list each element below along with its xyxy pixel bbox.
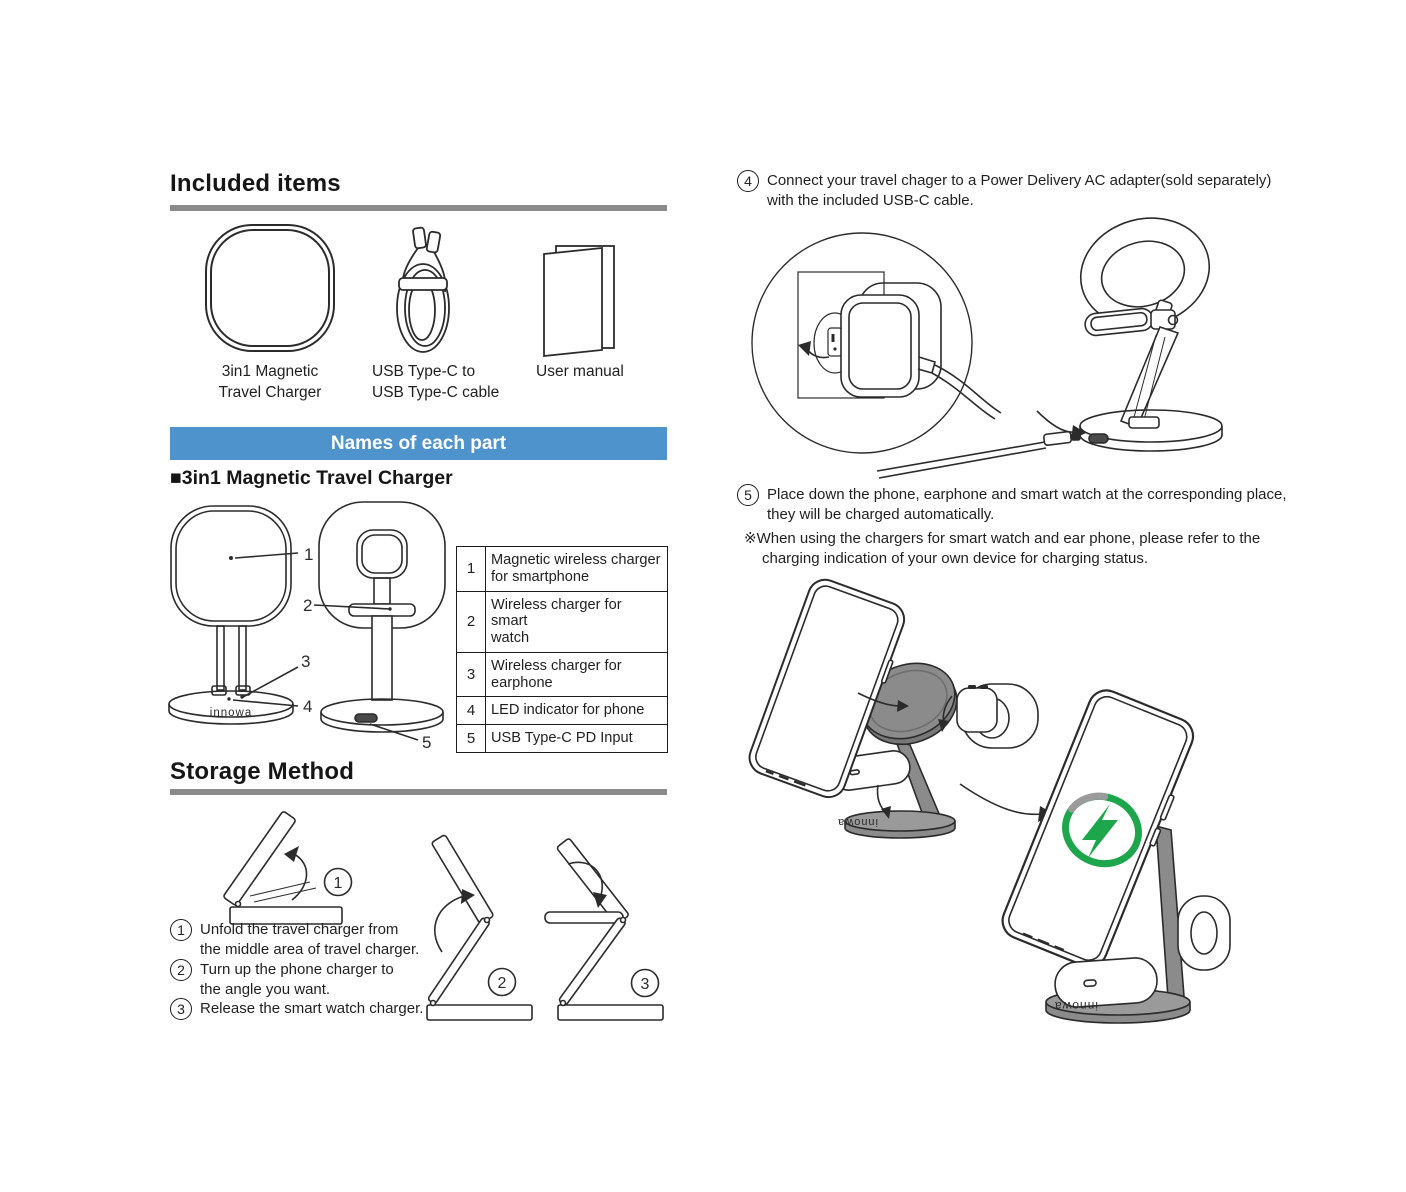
step-number-badge: 5 xyxy=(737,484,759,506)
part-label: USB Type-C PD Input xyxy=(485,724,668,754)
charger-top-icon xyxy=(205,224,335,352)
part-number: 2 xyxy=(456,590,486,653)
earphone-case xyxy=(1054,957,1158,1008)
storage-method-title: Storage Method xyxy=(170,758,355,785)
smartphone xyxy=(748,578,906,799)
section-rule xyxy=(170,789,667,795)
usb-cable-icon xyxy=(396,226,450,353)
storage-step-1: 1 Unfold the travel charger from the mid… xyxy=(170,919,460,960)
storage-steps-illustration: 1 2 3 xyxy=(223,811,664,1021)
table-row: 2 Wireless charger for smart watch xyxy=(456,590,668,653)
part-number: 4 xyxy=(456,696,486,726)
setup-step-text: Connect your travel chager to a Power De… xyxy=(767,172,1272,209)
included-item-label: User manual xyxy=(536,363,624,380)
storage-step-3: 3 Release the smart watch charger. xyxy=(170,998,470,1020)
part-label: Wireless charger for smart watch xyxy=(485,590,668,653)
smart-watch xyxy=(1177,895,1231,971)
step-number-badge: 4 xyxy=(737,170,759,192)
brand-logo-text: innowa xyxy=(1054,999,1098,1013)
travel-charger-stand xyxy=(1079,217,1223,452)
smart-watch xyxy=(956,683,1039,749)
charger-subheading: ■3in1 Magnetic Travel Charger xyxy=(170,467,453,489)
included-item-label: USB Type-C to USB Type-C cable xyxy=(372,363,500,401)
charger-base xyxy=(844,810,956,839)
storage-step-text: Unfold the travel charger from the middl… xyxy=(200,921,420,958)
step-number-badge: 3 xyxy=(170,998,192,1020)
brand-logo-text: innowa xyxy=(837,816,878,828)
table-row: 5 USB Type-C PD Input xyxy=(456,724,668,754)
storage-diagram-number: 2 xyxy=(498,975,507,992)
user-manual-icon xyxy=(543,245,615,357)
charging-note: ※When using the chargers for smart watch… xyxy=(744,530,1261,568)
storage-diagram-number: 1 xyxy=(334,875,343,892)
callout-number: 3 xyxy=(301,652,310,671)
included-item-label: 3in1 Magnetic Travel Charger xyxy=(218,363,322,401)
table-row: 1 Magnetic wireless charger for smartpho… xyxy=(456,546,668,592)
step-number-badge: 2 xyxy=(170,959,192,981)
included-items-title: Included items xyxy=(170,170,341,197)
part-number: 5 xyxy=(456,724,486,754)
part-label: LED indicator for phone xyxy=(485,696,668,726)
parts-table: 1 Magnetic wireless charger for smartpho… xyxy=(456,546,668,754)
charging-indicator-icon xyxy=(1062,792,1142,868)
setup-step-5: 5 Place down the phone, earphone and sma… xyxy=(737,484,1327,525)
brand-logo-text: innowa xyxy=(210,707,252,719)
part-number: 3 xyxy=(456,651,486,698)
callout-number: 5 xyxy=(422,733,431,752)
table-row: 4 LED indicator for phone xyxy=(456,696,668,726)
callout-number: 1 xyxy=(304,545,313,564)
ac-adapter-connection-illustration xyxy=(751,217,1223,479)
callout-number: 4 xyxy=(303,697,312,716)
usb-c-plug-icon xyxy=(876,430,1081,479)
part-label: Wireless charger for earphone xyxy=(485,651,668,698)
charging-placement-illustration: innowa innowa xyxy=(748,578,1231,1024)
table-row: 3 Wireless charger for earphone xyxy=(456,651,668,698)
callout-number: 2 xyxy=(303,596,312,615)
part-label: Magnetic wireless charger for smartphone xyxy=(485,546,668,592)
storage-step-text: Turn up the phone charger to the angle y… xyxy=(200,961,394,998)
storage-diagram-number: 3 xyxy=(641,976,650,993)
names-of-each-part-banner: Names of each part xyxy=(170,427,667,460)
setup-step-text: Place down the phone, earphone and smart… xyxy=(767,486,1287,523)
storage-step-text: Release the smart watch charger. xyxy=(200,1000,424,1017)
section-rule xyxy=(170,205,667,211)
step-number-badge: 1 xyxy=(170,919,192,941)
parts-diagram-illustration: 1 2 3 4 5 innowa xyxy=(168,501,446,752)
part-number: 1 xyxy=(456,546,486,592)
storage-step-2: 2 Turn up the phone charger to the angle… xyxy=(170,959,460,1000)
setup-step-4: 4 Connect your travel chager to a Power … xyxy=(737,170,1327,211)
